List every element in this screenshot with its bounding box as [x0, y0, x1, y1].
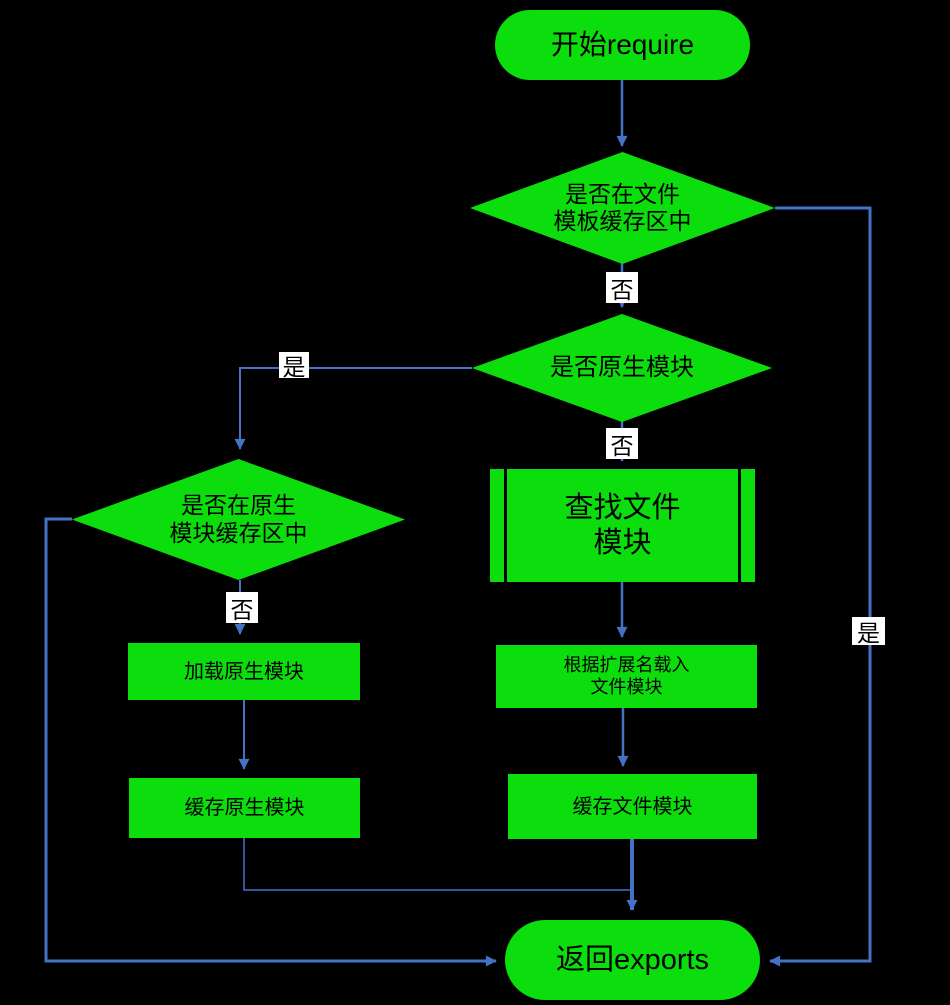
node-cache-native-module: 缓存原生模块 [129, 778, 360, 838]
node-start-label: 开始require [550, 29, 695, 61]
edge-file-cache-yes-to-return-exports [769, 206, 872, 967]
node-find-file-module: 查找文件 模块 [490, 469, 755, 582]
node-check-native-module-label: 是否原生模块 [550, 353, 694, 381]
edge-label-file-cache-yes: 是 [852, 617, 885, 646]
node-load-file-by-extension: 根据扩展名载入 文件模块 [496, 645, 757, 708]
node-check-file-cache: 是否在文件 模板缓存区中 [470, 152, 775, 264]
edge-label-native-module-no: 否 [606, 428, 638, 459]
node-check-file-cache-label: 是否在文件 模板缓存区中 [553, 180, 692, 234]
edge-cache-native-join [243, 838, 631, 891]
node-return-exports: 返回exports [505, 920, 760, 1000]
node-check-native-cache: 是否在原生 模块缓存区中 [72, 459, 405, 580]
node-load-native-module: 加载原生模块 [128, 643, 360, 700]
node-start: 开始require [495, 10, 750, 80]
edge-label-native-module-yes: 是 [279, 352, 309, 380]
edge-label-file-cache-no: 否 [606, 272, 638, 303]
edge-native-yes-to-native-cache-check [234, 367, 472, 450]
edge-label-native-cache-no: 否 [226, 592, 258, 623]
node-return-exports-label: 返回exports [555, 943, 710, 976]
predefined-process-right-bar [738, 469, 741, 582]
node-check-native-module: 是否原生模块 [472, 314, 772, 422]
edge-native-cache-yes-to-return-exports [44, 517, 497, 967]
predefined-process-left-bar [504, 469, 507, 582]
node-check-native-cache-label: 是否在原生 模块缓存区中 [169, 492, 308, 546]
node-cache-file-module: 缓存文件模块 [508, 774, 757, 839]
